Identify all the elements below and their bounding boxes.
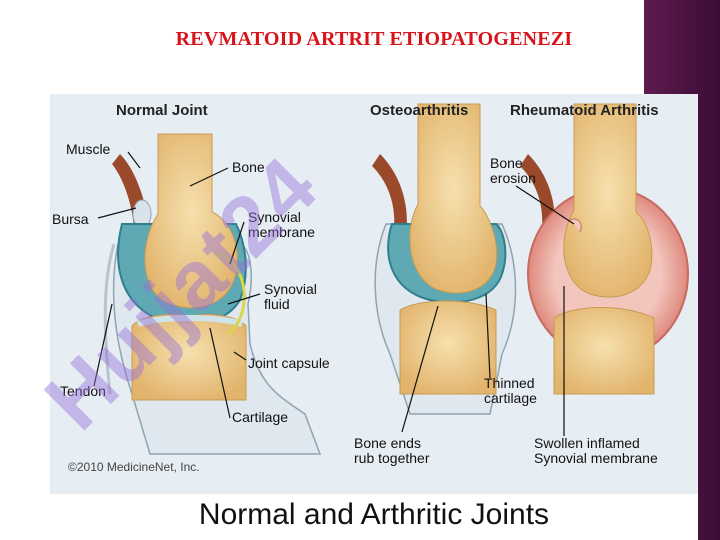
joint-illustrations bbox=[50, 94, 698, 494]
normal-joint-drawing bbox=[103, 133, 322, 455]
slide-title: REVMATOID ARTRIT ETIOPATOGENEZI bbox=[175, 28, 573, 50]
arthritis-diagram: Normal Joint Osteoarthritis Rheumatoid A… bbox=[50, 94, 698, 540]
heading-normal-joint: Normal Joint bbox=[116, 102, 208, 119]
tendon-shape bbox=[103, 243, 116, 395]
label-bone: Bone bbox=[232, 159, 265, 175]
synovial-membrane-shape bbox=[217, 252, 246, 336]
label-synovial-membrane: Synovial membrane bbox=[248, 209, 315, 240]
heading-rheumatoid-arthritis: Rheumatoid Arthritis bbox=[510, 102, 659, 119]
label-synovial-fluid: Synovial fluid bbox=[264, 281, 317, 312]
copyright-text: ©2010 MedicineNet, Inc. bbox=[68, 460, 200, 474]
heading-osteoarthritis: Osteoarthritis bbox=[370, 102, 469, 119]
rheumatoid-arthritis-drawing bbox=[520, 103, 689, 395]
leader-lines bbox=[93, 151, 575, 436]
bone-erosion-shape bbox=[569, 218, 582, 233]
label-joint-capsule: Joint capsule bbox=[248, 355, 330, 371]
label-bone-erosion: Bone erosion bbox=[490, 155, 536, 186]
label-bone-ends: Bone ends rub together bbox=[354, 435, 430, 466]
label-bursa: Bursa bbox=[52, 211, 89, 227]
label-swollen-synovial-membrane: Swollen inflamed Synovial membrane bbox=[534, 435, 658, 466]
upper-bone-shape bbox=[144, 133, 238, 309]
lower-bone-shape bbox=[131, 313, 247, 401]
label-cartilage: Cartilage bbox=[232, 409, 289, 425]
figure-caption: Normal and Arthritic Joints bbox=[198, 498, 550, 531]
label-muscle: Muscle bbox=[66, 141, 111, 157]
label-tendon: Tendon bbox=[60, 383, 106, 399]
osteoarthritis-drawing bbox=[372, 103, 517, 415]
cartilage-shape bbox=[136, 315, 244, 327]
label-thinned-cartilage: Thinned cartilage bbox=[484, 375, 537, 406]
